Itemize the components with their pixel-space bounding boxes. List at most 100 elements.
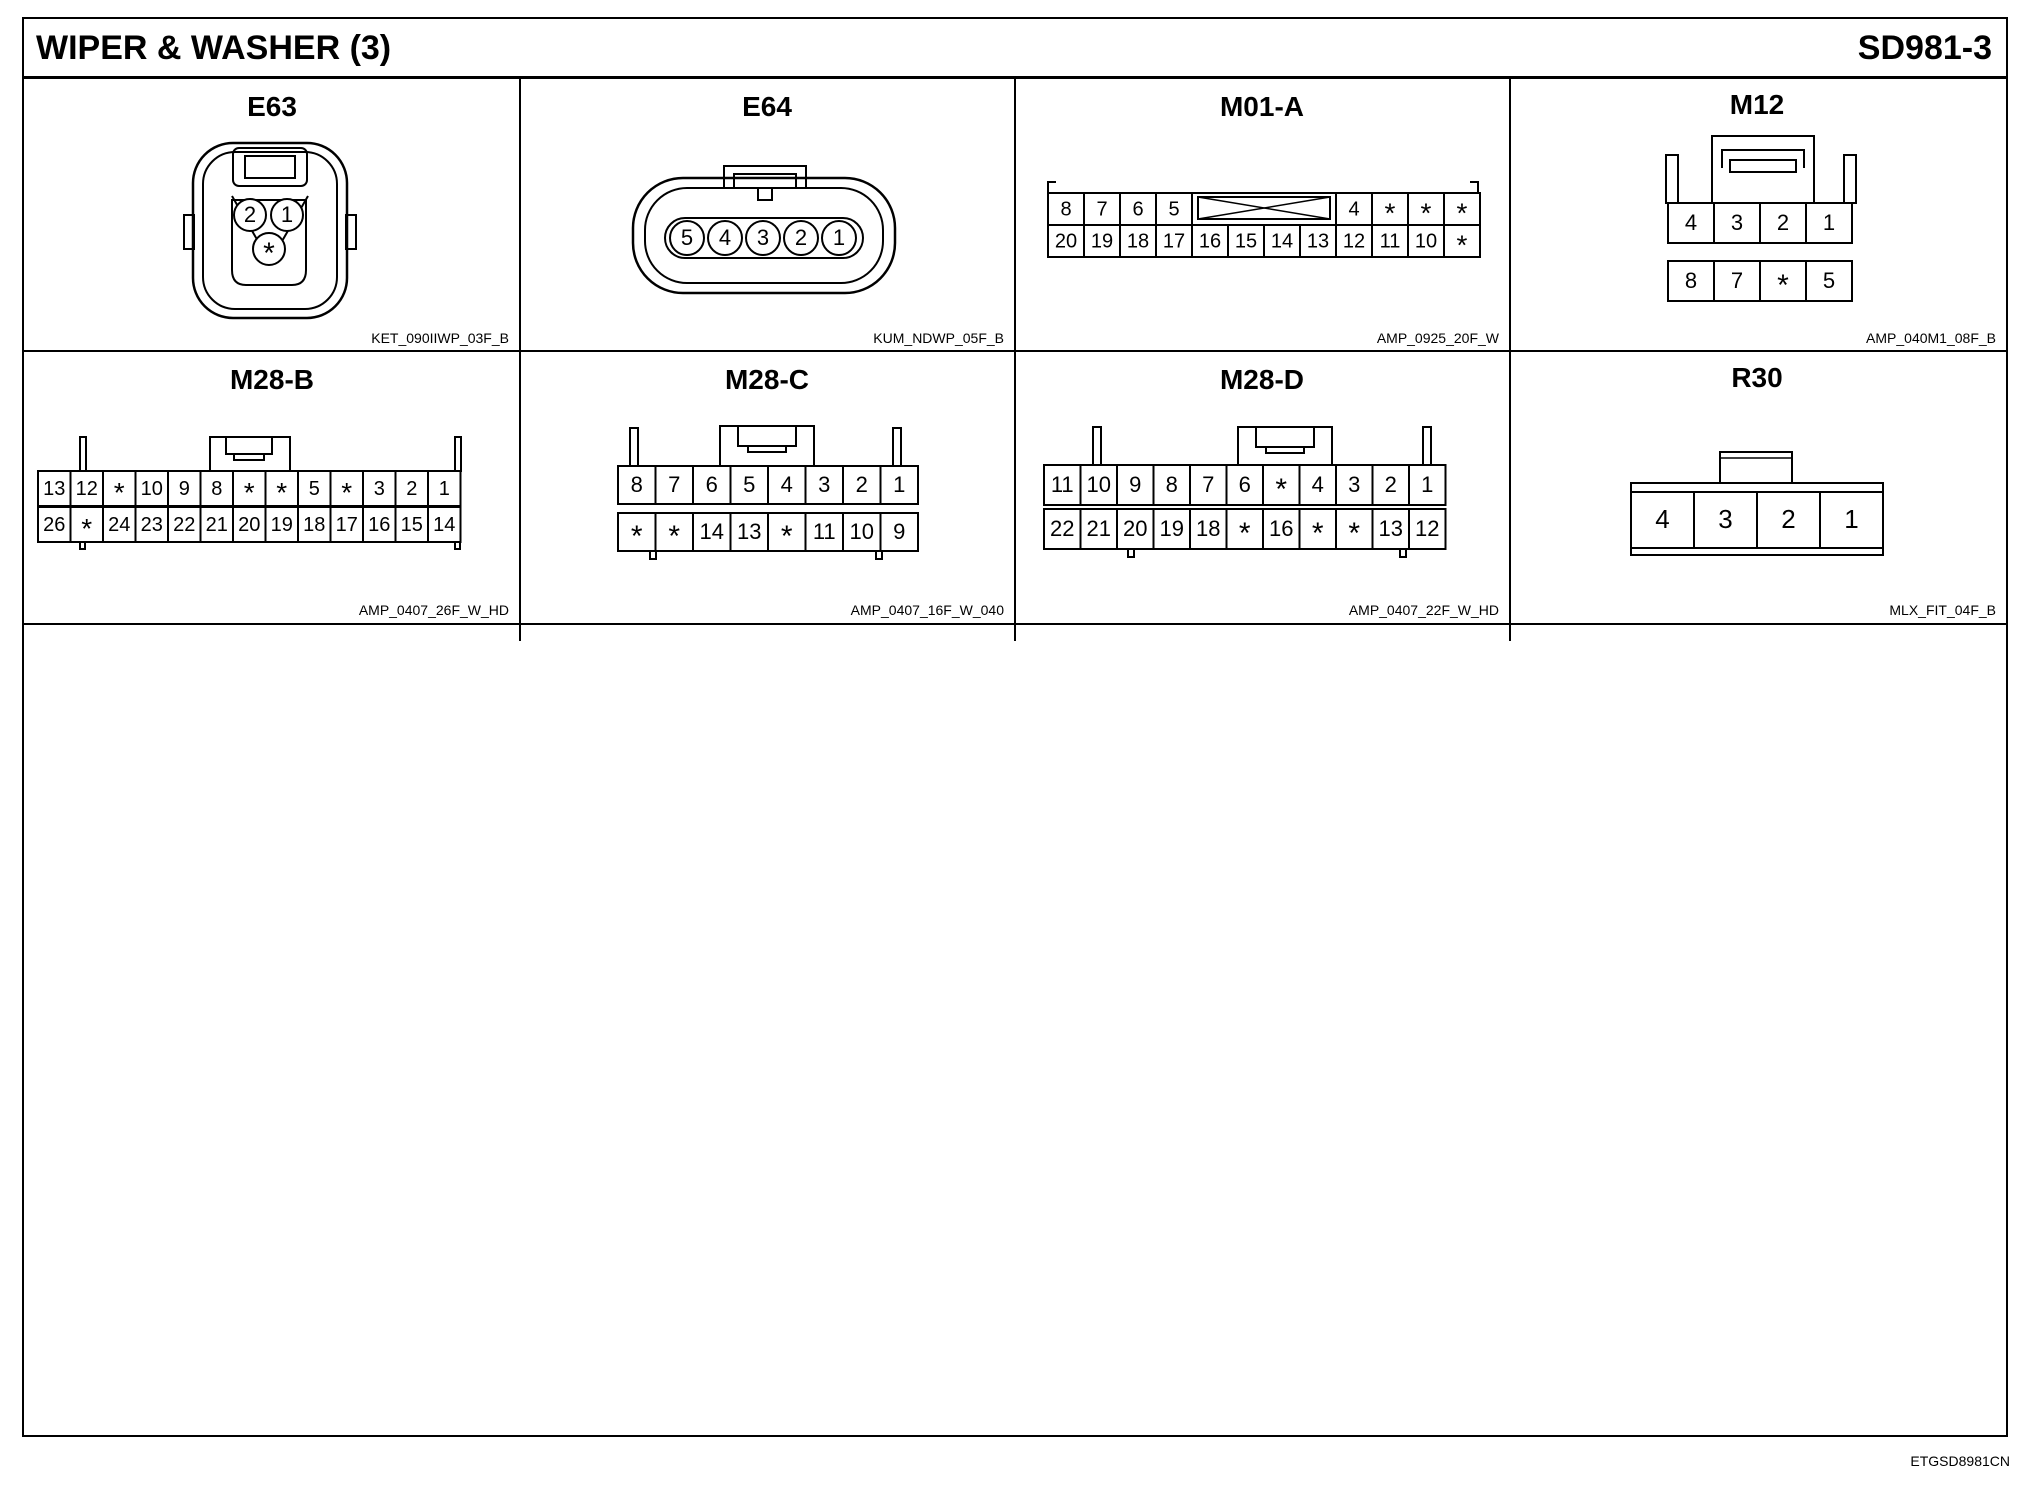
pin-label: 14 (1271, 230, 1293, 252)
pin-label: 8 (1166, 472, 1178, 497)
pin-label: * (1385, 197, 1396, 228)
connector-outline (649, 550, 657, 560)
pin-label: 1 (893, 472, 905, 497)
pin-label: 8 (631, 472, 643, 497)
pin-label: 1 (1844, 504, 1858, 534)
pin-label: 12 (76, 478, 98, 500)
connector-outline (1092, 426, 1102, 466)
pin-cell (1805, 260, 1853, 302)
pin-label: * (114, 477, 125, 508)
pin-cell (1408, 464, 1447, 506)
pin-label: 12 (1343, 230, 1365, 252)
pin-label: 5 (681, 225, 693, 250)
pin-label: * (668, 520, 680, 553)
connector-outline (191, 141, 349, 320)
connector-outline (244, 155, 296, 179)
connector-name-m28b: M28-B (229, 364, 314, 395)
grid-divider (1509, 77, 1511, 641)
pin-label: 12 (1415, 516, 1439, 541)
connector-outline (233, 453, 265, 461)
pin-label: 2 (795, 225, 807, 250)
pin-label: 21 (1087, 516, 1111, 541)
pin-label: 18 (303, 514, 325, 536)
pin-label: * (341, 477, 352, 508)
pin-label: 4 (1348, 198, 1359, 220)
connector-name-m12: M12 (1729, 89, 1785, 120)
pin-label: 11 (813, 519, 836, 544)
connector-outline (345, 214, 357, 250)
connector-part-m01a: AMP_0925_20F_W (1376, 330, 1499, 346)
pin-label: * (1348, 517, 1360, 550)
pin-cell (1443, 224, 1481, 258)
pin-label: * (263, 237, 275, 270)
pin-cell (233, 198, 267, 232)
pin-label: 7 (1731, 268, 1743, 293)
connector-outline (1255, 427, 1315, 448)
pin-cell (669, 220, 705, 256)
connector-outline (875, 550, 883, 560)
connector-part-e63: KET_090IIWP_03F_B (371, 330, 509, 346)
pin-label: 15 (401, 514, 423, 536)
connector-name-m28c: M28-C (724, 364, 809, 395)
pin-label: 11 (1380, 230, 1401, 252)
connector-outline (664, 217, 864, 259)
pin-label: * (1275, 473, 1287, 506)
pin-label: 5 (1823, 268, 1835, 293)
pin-label: 6 (1132, 198, 1143, 220)
pin-label: 1 (1823, 210, 1835, 235)
connector-part-e64: KUM_NDWP_05F_B (873, 330, 1004, 346)
pin-label: 7 (1096, 198, 1107, 220)
connector-part-m28b: AMP_0407_26F_W_HD (358, 602, 509, 618)
connector-outline (231, 199, 307, 286)
connector-name-m28d: M28-D (1219, 364, 1304, 395)
connector-name-e63: E63 (247, 91, 297, 122)
connector-outline (1197, 196, 1331, 220)
pin-label: 3 (1731, 210, 1743, 235)
grid-divider (1014, 77, 1016, 641)
pin-label: * (781, 520, 793, 553)
connector-part-r30: MLX_FIT_04F_B (1889, 602, 1996, 618)
connector-outline (631, 176, 897, 295)
pin-label: 6 (1239, 472, 1251, 497)
pin-label: 20 (238, 514, 260, 536)
pin-label: 3 (818, 472, 830, 497)
pin-label: 4 (1312, 472, 1324, 497)
pin-label: 5 (743, 472, 755, 497)
pin-label: 3 (1348, 472, 1360, 497)
connector-outline (225, 437, 273, 455)
pin-label: 3 (757, 225, 769, 250)
pin-label: 8 (211, 478, 222, 500)
pin-label: * (81, 513, 92, 544)
pin-label: 2 (1781, 504, 1795, 534)
pin-label: 7 (668, 472, 680, 497)
pin-label: 10 (141, 478, 163, 500)
connector-outline (1047, 181, 1056, 193)
connector-outline (1843, 154, 1857, 204)
pin-cell (427, 506, 462, 543)
connector-outline (1422, 426, 1432, 466)
pin-label: 21 (206, 514, 228, 536)
pin-label: 1 (833, 225, 845, 250)
pin-cell (879, 512, 919, 552)
pin-label: 2 (1777, 210, 1789, 235)
pin-cell (821, 220, 857, 256)
pin-label: 16 (1199, 230, 1221, 252)
pin-label: * (276, 477, 287, 508)
connector-outline (747, 445, 787, 453)
pin-label: 1 (439, 478, 450, 500)
pin-label: 2 (856, 472, 868, 497)
connector-outline (723, 165, 807, 188)
connector-outline (733, 173, 797, 188)
pin-label: 10 (1087, 472, 1111, 497)
pin-label: 20 (1055, 230, 1077, 252)
connector-outline (757, 187, 773, 201)
pin-label: * (1457, 229, 1468, 260)
connector-outline (1721, 149, 1805, 168)
pin-label: 8 (1685, 268, 1697, 293)
connector-outline (1719, 451, 1793, 483)
pin-label: 20 (1123, 516, 1147, 541)
connector-name-m01a: M01-A (1219, 91, 1304, 122)
grid-divider (519, 77, 521, 641)
connector-outline (183, 214, 195, 250)
pin-cell (745, 220, 781, 256)
